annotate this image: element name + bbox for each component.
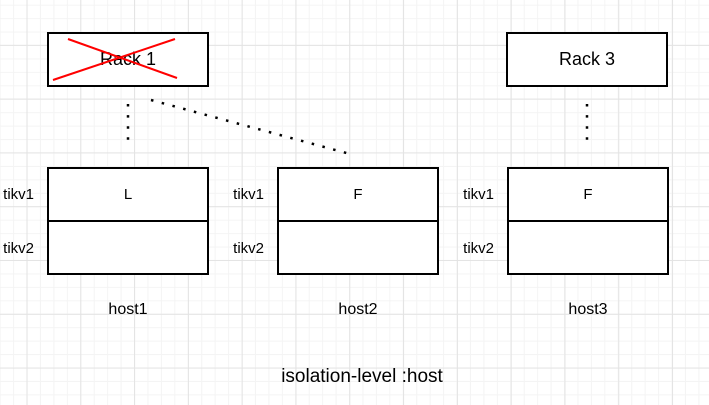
host3-name: host3 (568, 301, 608, 318)
host2-tikv1-label: tikv1 (233, 185, 264, 203)
host2-box: F (277, 167, 439, 275)
rack1-box: Rack 1 (47, 32, 209, 87)
host1-row-tikv1: L (49, 169, 207, 222)
host3-row-tikv1: F (509, 169, 667, 222)
host1-port-labels: tikv1 tikv2 (0, 167, 34, 275)
host3-tikv1-value: F (583, 186, 593, 203)
diagram-caption: isolation-level :host (281, 366, 443, 387)
host1-tikv2-label: tikv2 (3, 239, 34, 257)
host2-row-tikv1: F (279, 169, 437, 222)
host1-box: L (47, 167, 209, 275)
host1-tikv1-label: tikv1 (3, 185, 34, 203)
host3-tikv1-label: tikv1 (463, 185, 494, 203)
host2-port-labels: tikv1 tikv2 (219, 167, 264, 275)
host2-tikv1-value: F (353, 186, 363, 203)
rack3-label: Rack 3 (558, 49, 616, 69)
host2-tikv2-label: tikv2 (233, 239, 264, 257)
host2-row-tikv2 (279, 222, 437, 273)
host3-row-tikv2 (509, 222, 667, 273)
host2-name: host2 (338, 301, 378, 318)
host1-row-tikv2 (49, 222, 207, 273)
host1-tikv1-value: L (123, 186, 133, 203)
host3-box: F (507, 167, 669, 275)
host1-name: host1 (108, 301, 148, 318)
host3-tikv2-label: tikv2 (463, 239, 494, 257)
rack3-box: Rack 3 (506, 32, 668, 87)
dotted-connector-rack1-host2 (150, 98, 351, 156)
host3-port-labels: tikv1 tikv2 (449, 167, 494, 275)
rack1-label: Rack 1 (99, 49, 157, 69)
